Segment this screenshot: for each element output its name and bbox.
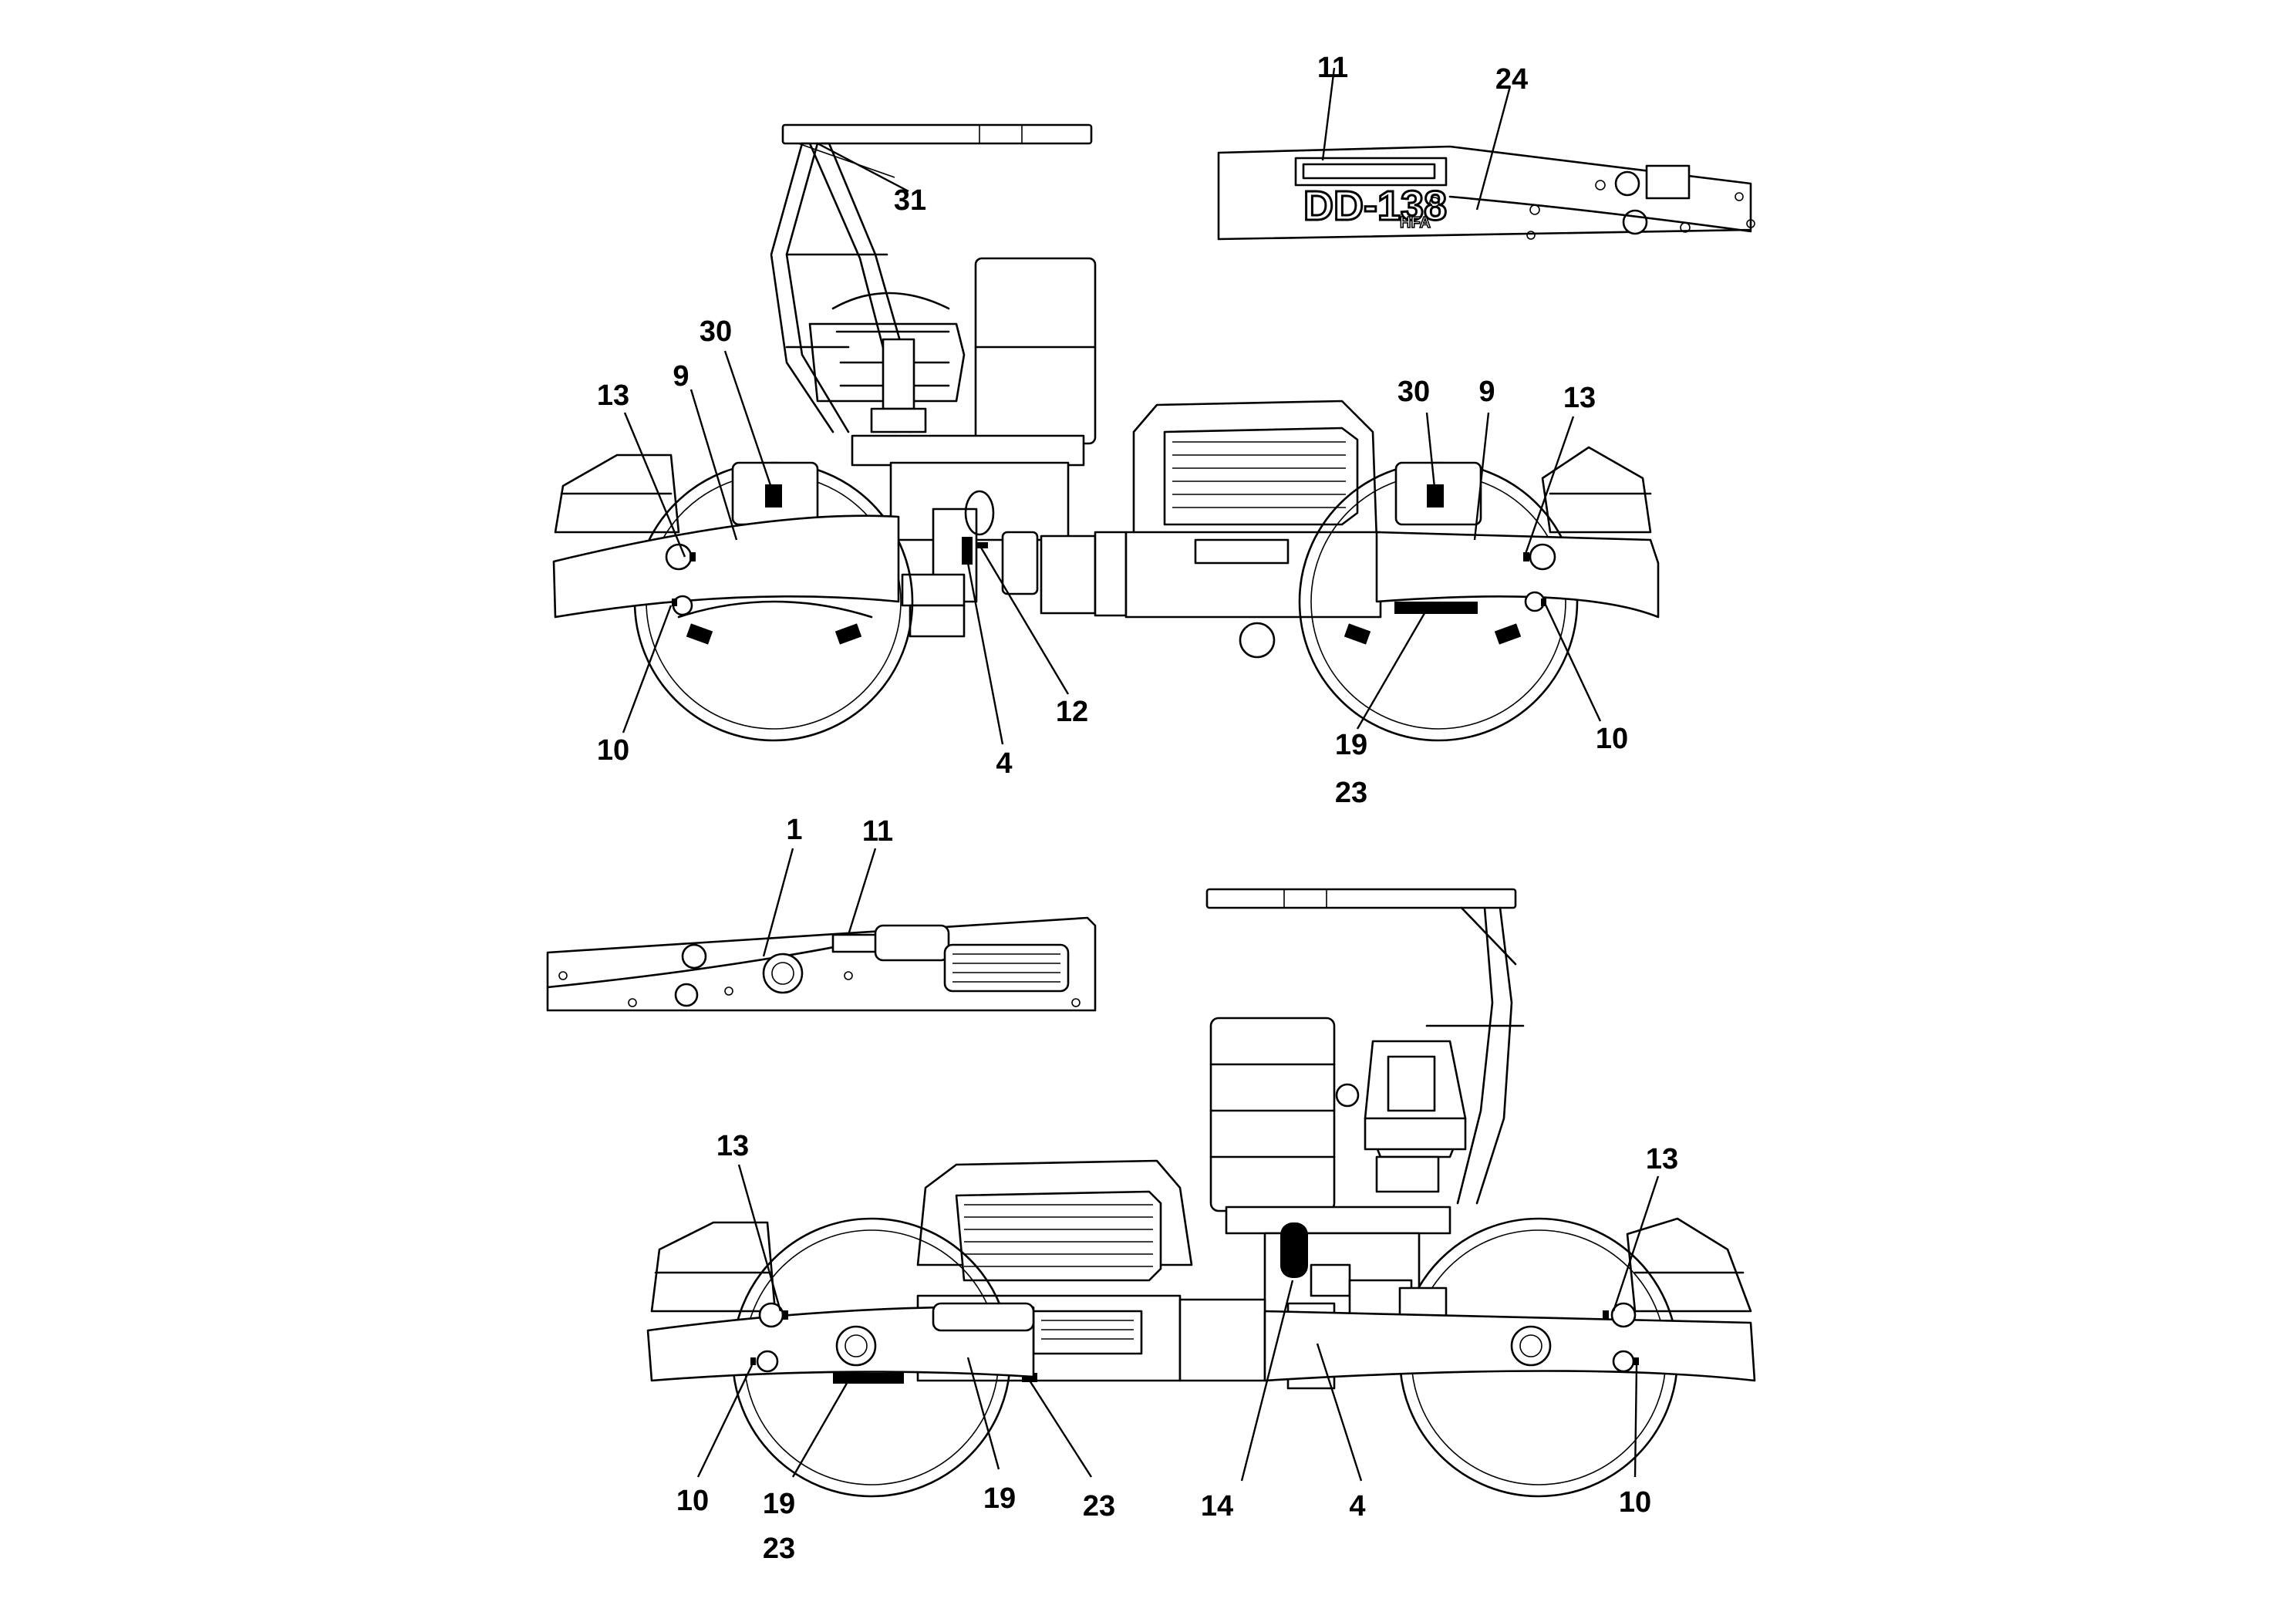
callout-13-left: 13 bbox=[597, 379, 629, 412]
rops-canopy-bottom bbox=[1205, 888, 1525, 1205]
operator-station bbox=[785, 253, 1097, 445]
decal-4-top bbox=[962, 537, 973, 565]
callout-23-top: 23 bbox=[1335, 777, 1367, 809]
decal-12 bbox=[976, 542, 988, 548]
panel-inset-top: DD-138 HFA bbox=[1217, 67, 1755, 241]
decal-30-right bbox=[1427, 484, 1444, 508]
callout-23-bottom-mid: 23 bbox=[1083, 1490, 1115, 1523]
roller-side-view-top bbox=[552, 123, 1660, 745]
callout-10-right: 10 bbox=[1596, 723, 1628, 755]
decal-19-bottom-left bbox=[833, 1373, 904, 1384]
callout-30-left: 30 bbox=[700, 315, 732, 348]
callout-4-bottom: 4 bbox=[1349, 1490, 1365, 1523]
leader-lines-bottom bbox=[696, 1164, 1660, 1482]
decal-19-top bbox=[1394, 602, 1478, 614]
frame-rails-top bbox=[552, 514, 1660, 619]
callout-19-bottom-left: 19 bbox=[763, 1488, 795, 1520]
callout-30-right: 30 bbox=[1397, 376, 1430, 408]
callout-19-top: 19 bbox=[1335, 729, 1367, 761]
callout-10-bottom-right: 10 bbox=[1619, 1486, 1651, 1519]
roller-side-view-bottom bbox=[646, 888, 1756, 1498]
panel-inset-middle bbox=[546, 848, 1097, 1012]
model-badge-suffix: HFA bbox=[1400, 214, 1431, 231]
rops-canopy bbox=[770, 123, 1093, 433]
callout-labels: 11 24 31 30 13 9 30 9 13 12 10 4 19 23 1… bbox=[597, 52, 1678, 1565]
callout-24: 24 bbox=[1495, 63, 1528, 96]
callout-10-left: 10 bbox=[597, 734, 629, 767]
decal-14 bbox=[1280, 1222, 1308, 1278]
leader-lines-top bbox=[622, 142, 1602, 745]
model-badge: DD-138 bbox=[1303, 183, 1447, 229]
callout-19-bottom-mid: 19 bbox=[983, 1482, 1016, 1515]
callout-10-bottom-left: 10 bbox=[676, 1485, 709, 1517]
callout-9-right: 9 bbox=[1478, 376, 1495, 408]
fuel-enclosure bbox=[1209, 1017, 1336, 1212]
callout-9-left: 9 bbox=[673, 360, 689, 393]
callout-14: 14 bbox=[1201, 1490, 1233, 1523]
callout-11-mid: 11 bbox=[862, 815, 893, 848]
callout-23-bottom-left: 23 bbox=[763, 1533, 795, 1565]
callout-31: 31 bbox=[894, 184, 926, 217]
callout-13-bottom-left: 13 bbox=[716, 1130, 749, 1162]
callout-11-top: 11 bbox=[1317, 52, 1348, 84]
operator-seat-bottom bbox=[1335, 1040, 1467, 1193]
callout-12: 12 bbox=[1056, 696, 1088, 728]
callout-13-bottom-right: 13 bbox=[1646, 1143, 1678, 1175]
frame-rails-bottom bbox=[646, 1302, 1756, 1382]
callout-4-top: 4 bbox=[996, 747, 1012, 780]
center-frame bbox=[851, 434, 1128, 638]
decal-30-left bbox=[765, 484, 782, 508]
engine-hood bbox=[1124, 400, 1382, 659]
callout-13-right: 13 bbox=[1563, 382, 1596, 414]
callout-1: 1 bbox=[786, 814, 802, 846]
